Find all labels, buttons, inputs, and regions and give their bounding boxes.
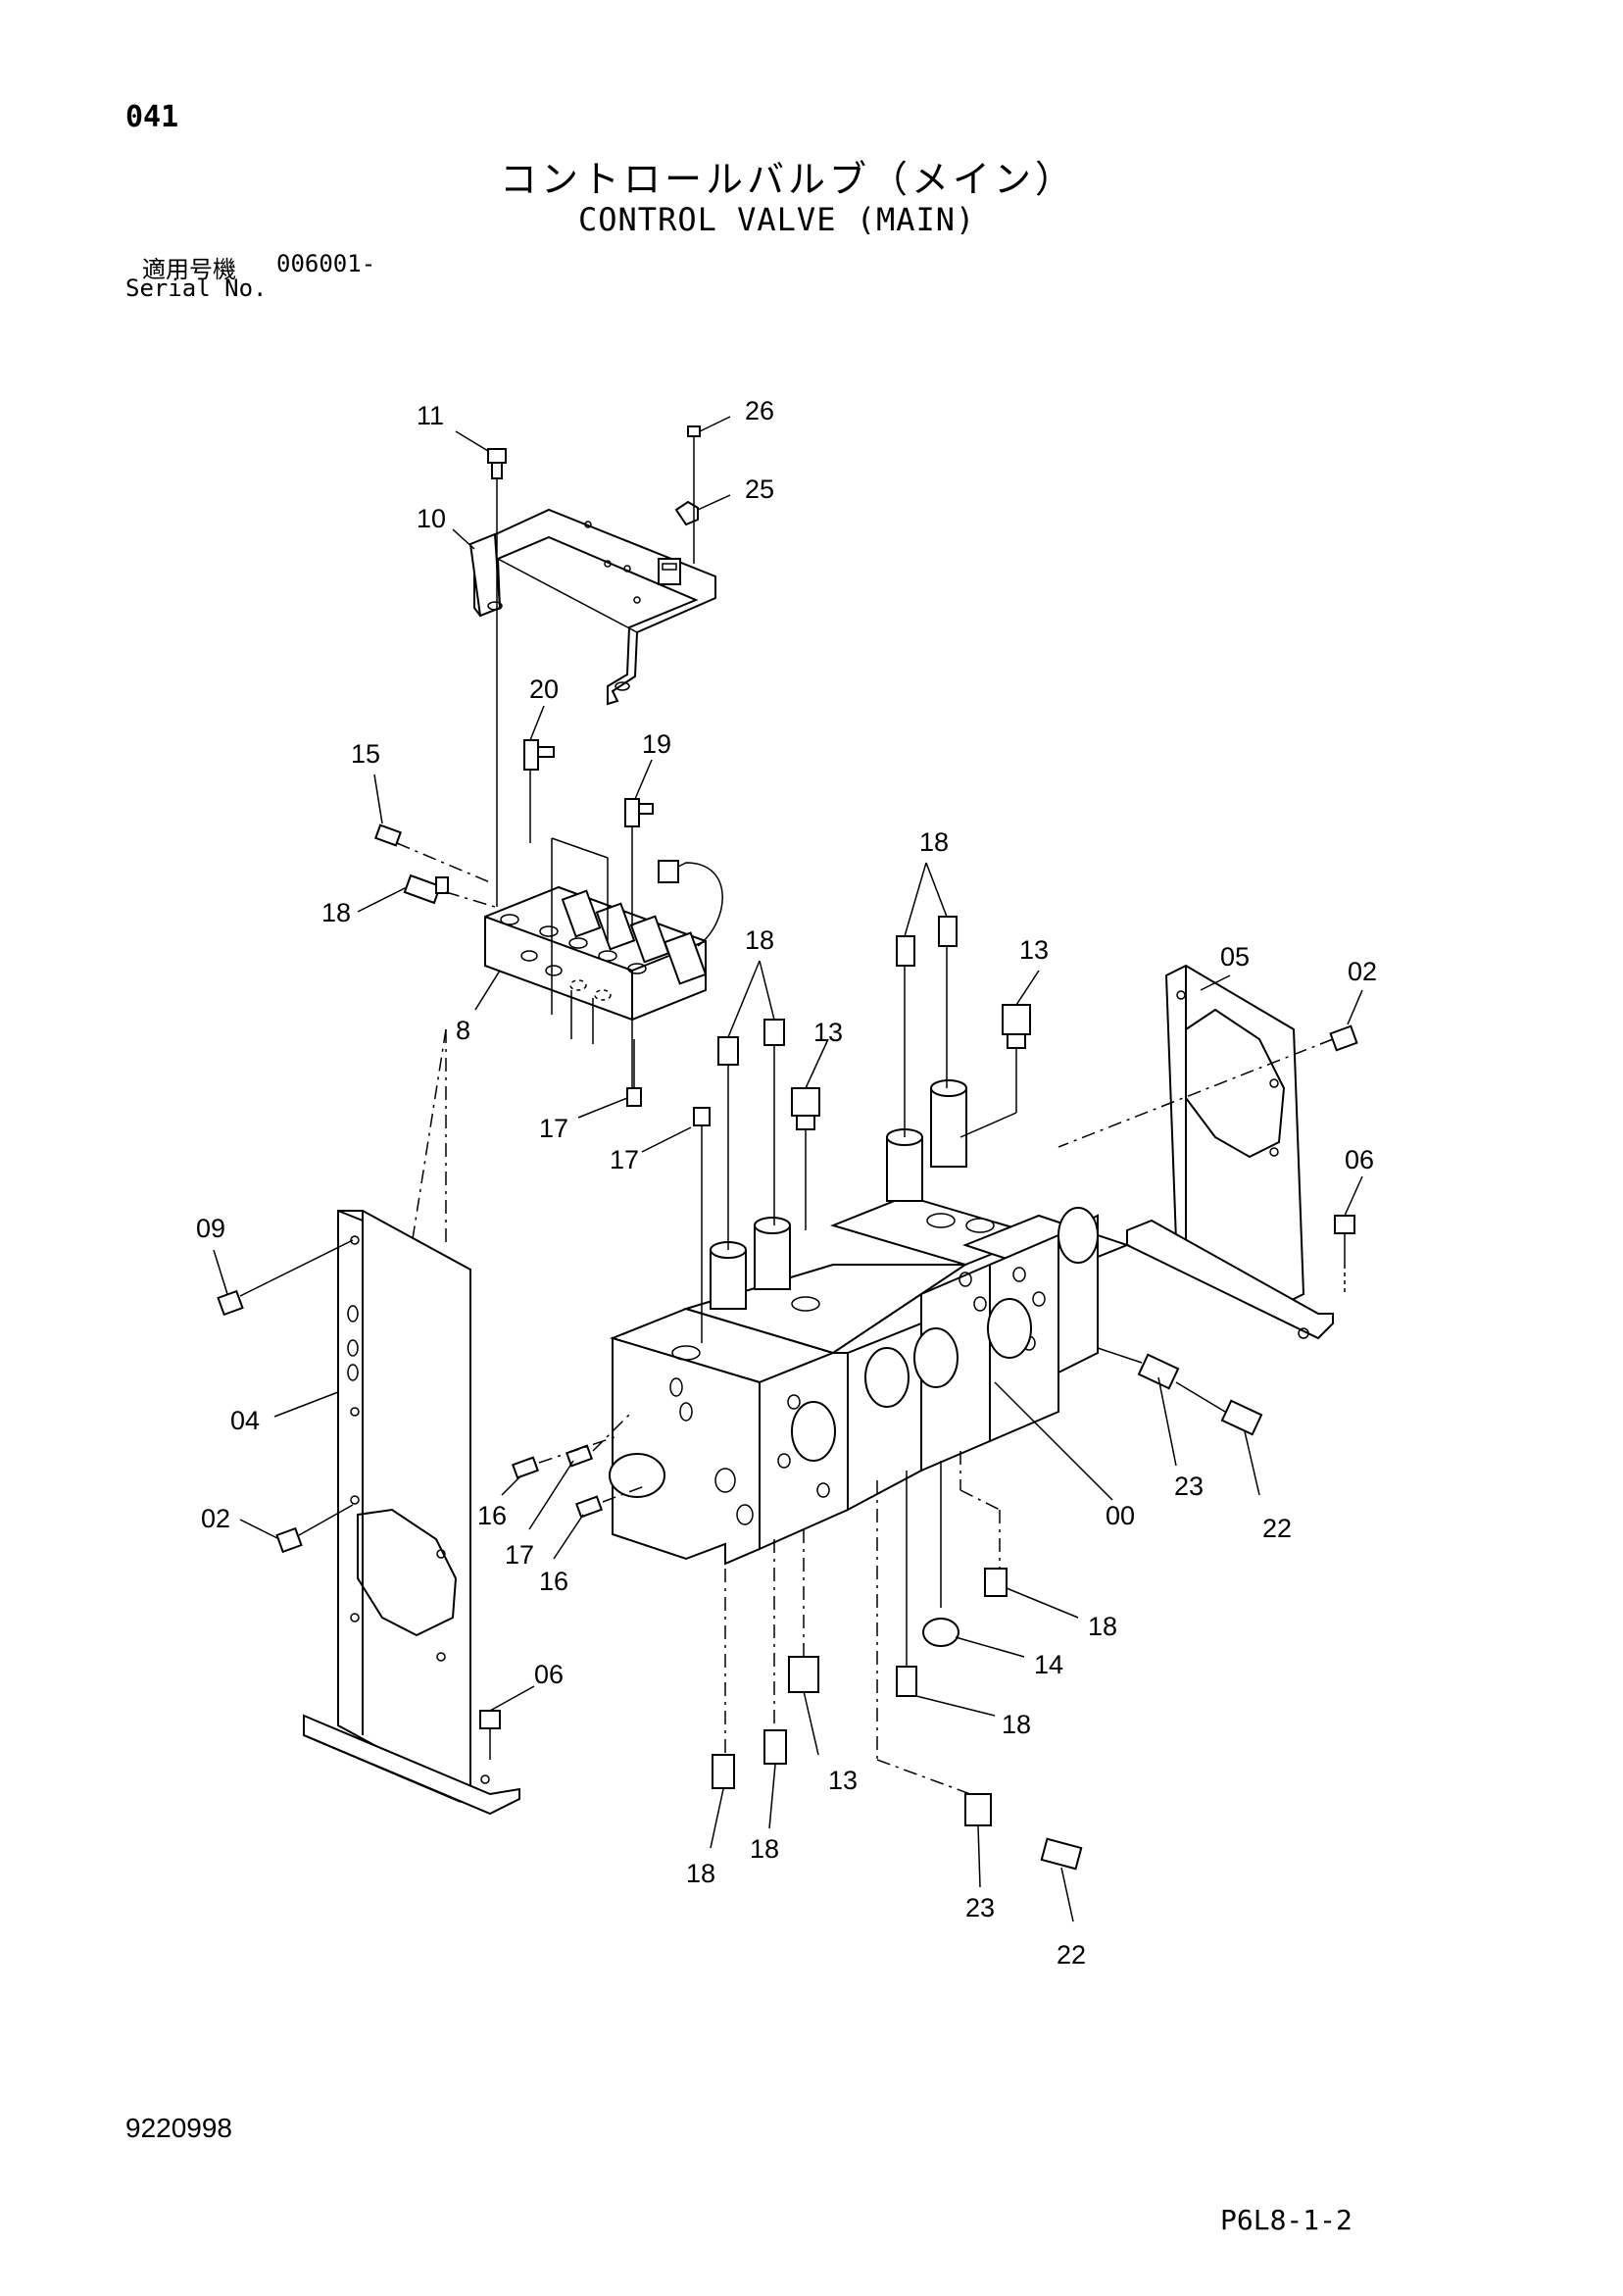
callout-15: 15: [351, 739, 380, 769]
callout-17-lower: 17: [505, 1540, 534, 1570]
leader-lines: [213, 416, 1363, 1922]
callout-17-upper: 17: [539, 1114, 568, 1143]
callout-23-right: 23: [1174, 1472, 1204, 1501]
callout-18-left: 18: [321, 898, 351, 927]
callout-06-lower: 06: [534, 1660, 564, 1689]
callout-18-top: 18: [919, 827, 949, 857]
bracket-assembly: [468, 425, 716, 907]
callout-02-right: 02: [1348, 957, 1377, 986]
callout-02-left: 02: [201, 1504, 230, 1533]
valve-bottom-fittings: [511, 1347, 1263, 1871]
solenoid-fittings: [373, 739, 654, 1107]
serial-range: 006001-: [276, 250, 376, 277]
callout-labels: 11 26 25 10 20 15 19 18 18 18 13 05 02 1…: [196, 396, 1377, 1970]
callout-16-lower: 16: [539, 1567, 568, 1596]
callout-09: 09: [196, 1214, 225, 1243]
callout-18-right-upper: 18: [1088, 1612, 1117, 1641]
callout-17-mid: 17: [610, 1145, 639, 1174]
callout-11: 11: [417, 401, 444, 430]
callout-8: 8: [456, 1016, 470, 1045]
callout-14: 14: [1034, 1650, 1063, 1679]
serial-label-japanese: 適用号機: [142, 256, 236, 283]
callout-18-bottom-right: 18: [750, 1834, 779, 1864]
callout-19: 19: [642, 729, 671, 759]
right-mounting-plate: [1057, 964, 1358, 1340]
document-number: 9220998: [125, 2113, 233, 2143]
callout-10: 10: [417, 504, 446, 533]
callout-20: 20: [529, 674, 559, 704]
callout-25: 25: [745, 474, 774, 504]
callout-13-lower: 13: [828, 1766, 858, 1795]
page-number: 041: [125, 100, 179, 134]
callout-18-right-lower: 18: [1002, 1710, 1031, 1739]
callout-04: 04: [230, 1406, 260, 1435]
callout-18-mid: 18: [745, 925, 774, 955]
main-control-valve: [609, 1079, 1130, 1566]
callout-13-upper: 13: [1019, 935, 1049, 965]
valve-top-fittings: [693, 916, 1031, 1343]
callout-26: 26: [745, 396, 774, 425]
callout-05: 05: [1220, 942, 1250, 972]
left-mounting-plate: [217, 1210, 520, 1816]
title-japanese: コントロールバルブ（メイン）: [500, 158, 1077, 201]
callout-13-mid: 13: [813, 1018, 843, 1047]
callout-06-right: 06: [1345, 1145, 1374, 1174]
page-code: P6L8-1-2: [1220, 2204, 1352, 2236]
serial-label-english: Serial No.: [125, 275, 268, 302]
callout-18-bottom-left: 18: [686, 1859, 715, 1888]
solenoid-valve-block: [411, 837, 723, 1246]
callout-22-right: 22: [1262, 1514, 1292, 1543]
callout-00: 00: [1106, 1501, 1135, 1530]
callout-23-lower: 23: [965, 1893, 995, 1922]
title-english: CONTROL VALVE (MAIN): [578, 201, 976, 238]
callout-22-lower: 22: [1057, 1940, 1086, 1970]
callout-16-upper: 16: [477, 1501, 507, 1530]
